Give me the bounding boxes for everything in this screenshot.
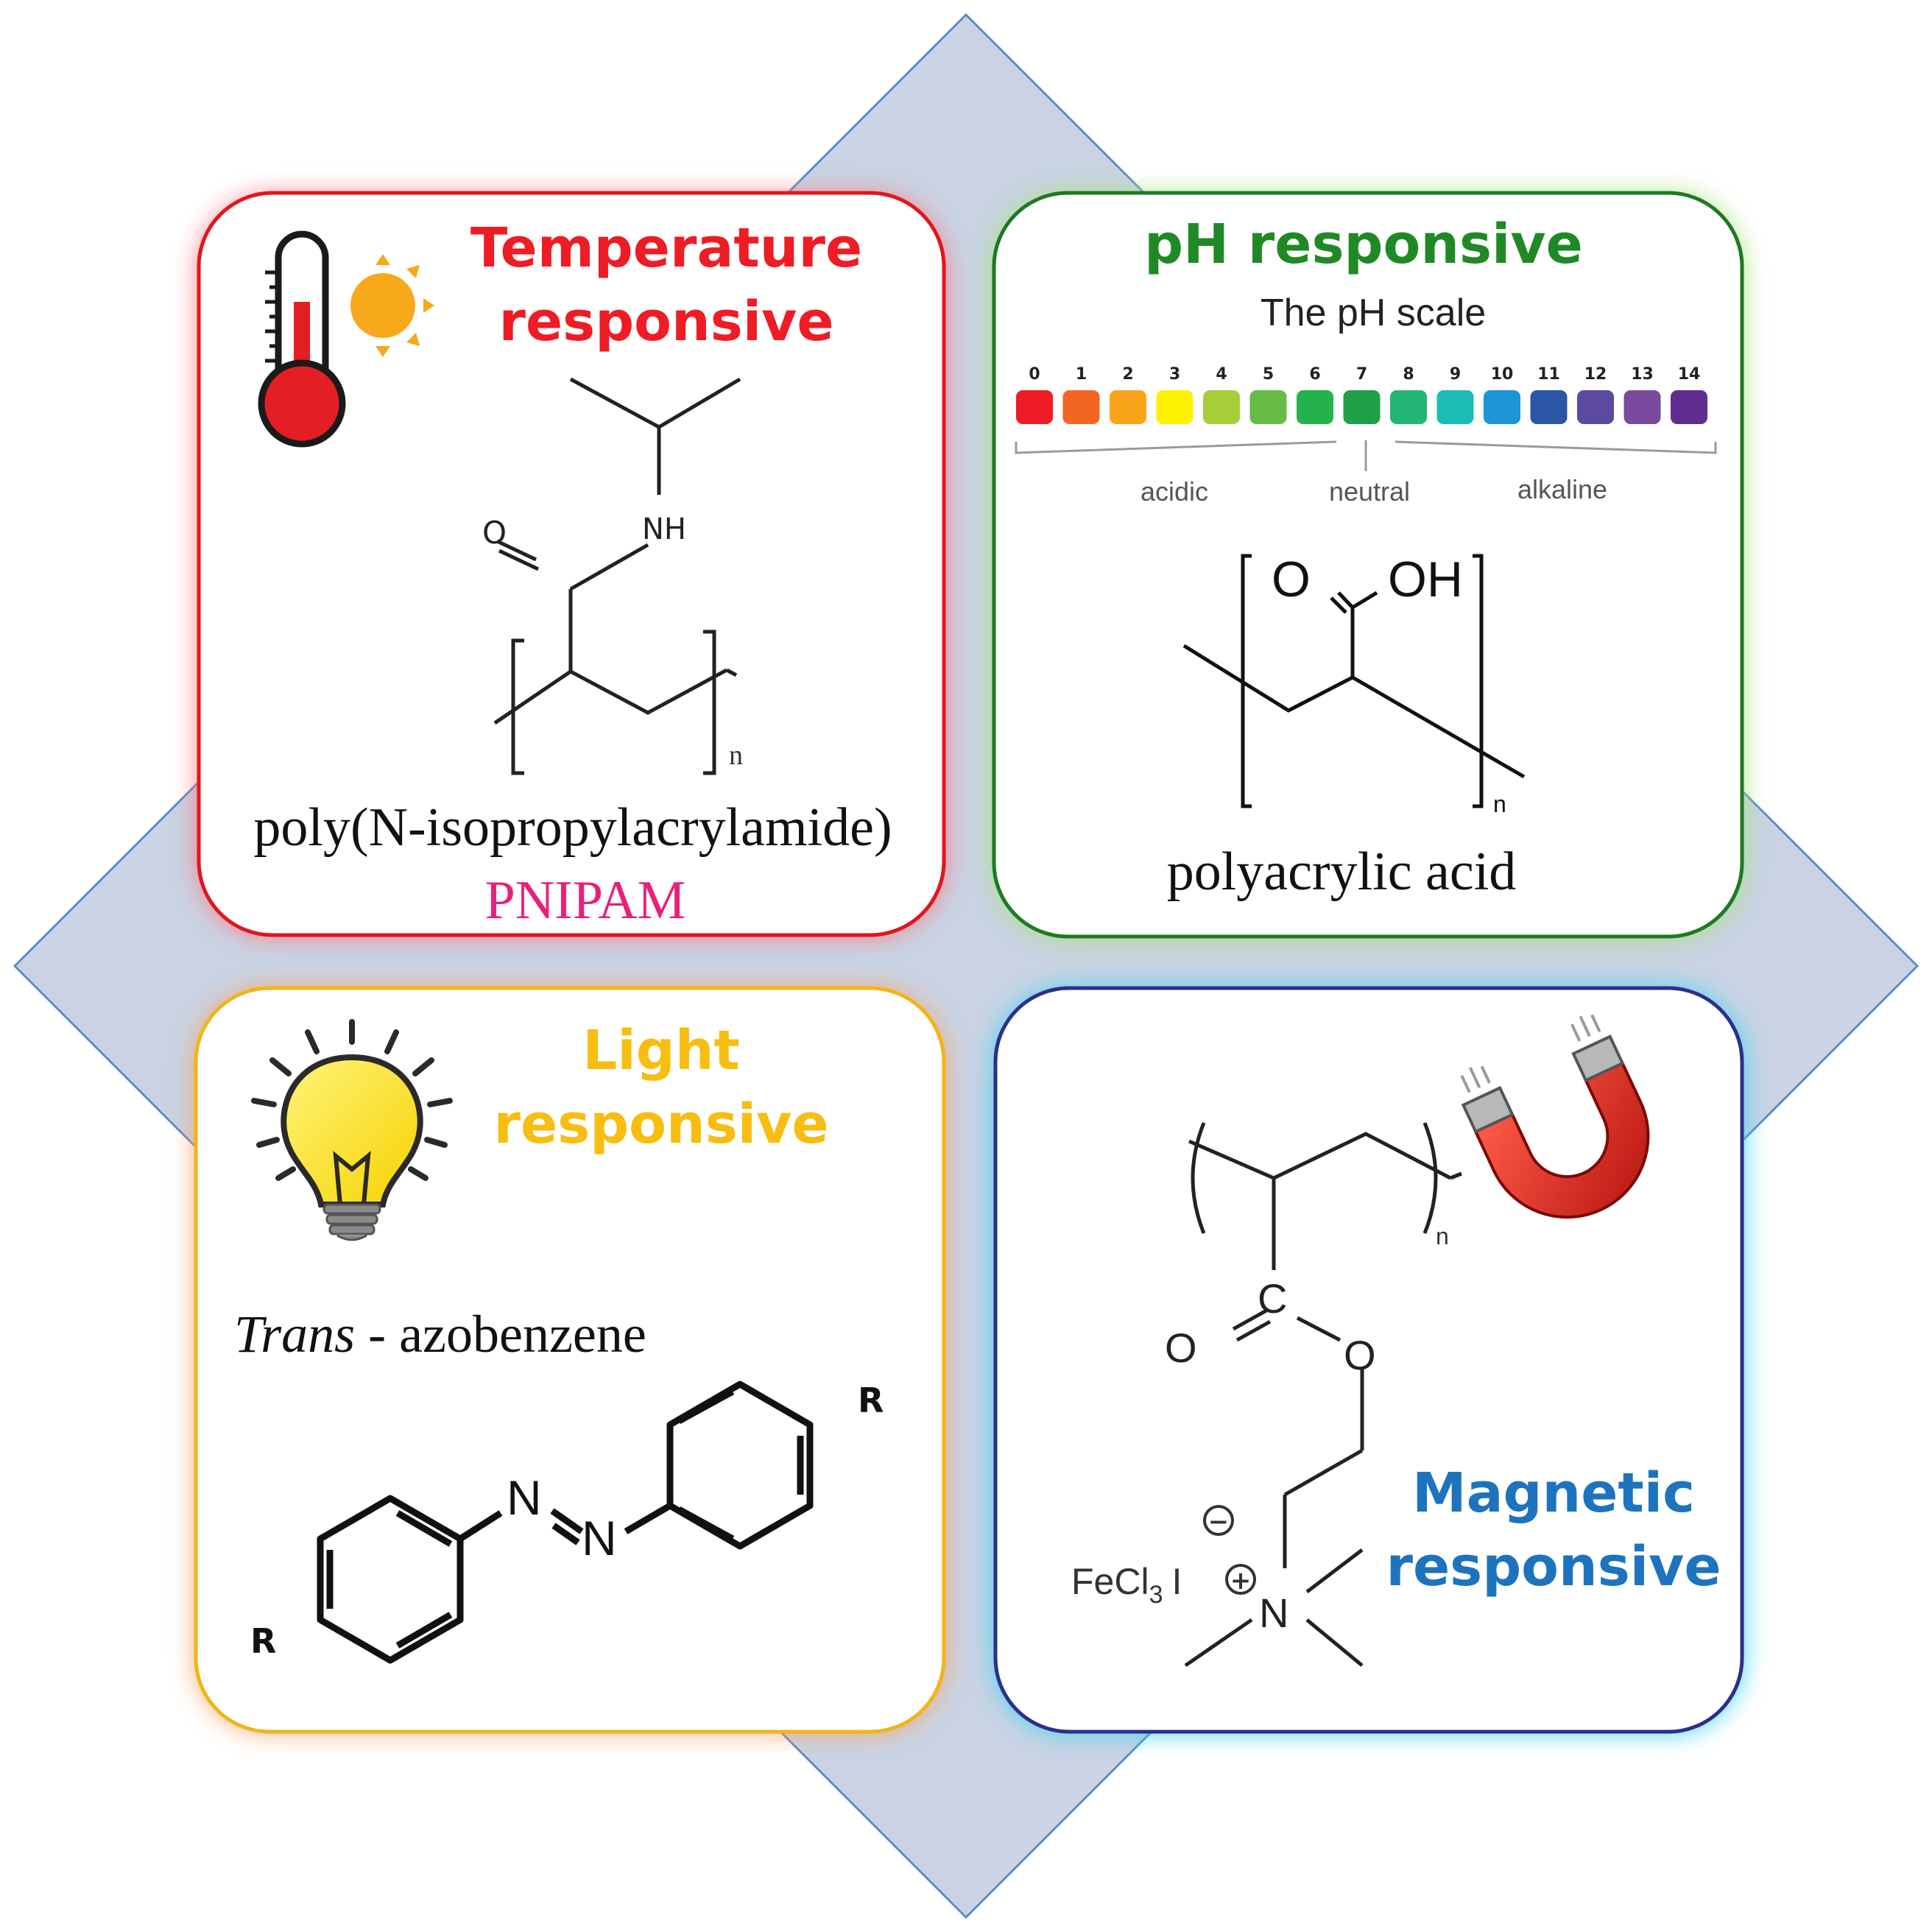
ph-scale-number-12: 12 — [1584, 365, 1607, 384]
plus-charge-icon: + — [1225, 1564, 1256, 1596]
ph-label-acidic: acidic — [1140, 476, 1208, 507]
temperature-panel-frame — [197, 191, 946, 937]
azo-n-label-2: N — [582, 1511, 617, 1565]
temperature-panel: Temperature responsive O NH n poly(N-iso… — [197, 191, 946, 937]
pnipam-nh-label: NH — [642, 512, 686, 546]
temperature-title-line1: Temperature — [470, 216, 862, 280]
ph-scale-number-8: 8 — [1403, 365, 1414, 384]
ph-scale-number-13: 13 — [1631, 365, 1654, 384]
magnetic-o-label-carbonyl: O — [1165, 1325, 1197, 1371]
ph-scale-brackets — [1015, 440, 1717, 471]
magnet-icon — [1460, 1014, 1650, 1219]
azo-n-label-1: N — [507, 1470, 542, 1525]
magnetic-panel: Magnetic responsive n C O O N − — [993, 986, 1744, 1734]
minus-charge-icon: − — [1203, 1505, 1234, 1537]
ph-label-neutral: neutral — [1329, 476, 1410, 507]
ph-scale-number-3: 3 — [1169, 365, 1180, 384]
ph-scale-swatch-13 — [1623, 390, 1661, 424]
paa-polymer-name: polyacrylic acid — [1167, 842, 1517, 902]
temperature-title-line2: responsive — [498, 290, 833, 353]
svg-text:+: + — [1230, 1566, 1252, 1596]
paa-oh-label: OH — [1388, 551, 1463, 607]
azo-r-label-bottom: R — [250, 1621, 276, 1661]
ph-scale-swatch-7 — [1343, 390, 1381, 424]
pnipam-polymer-name: poly(N-isopropylacrylamide) — [253, 797, 892, 858]
ph-scale-swatch-10 — [1484, 390, 1520, 424]
ph-scale-swatch-9 — [1436, 390, 1474, 424]
thermometer-sun-icon — [258, 230, 434, 448]
ph-scale-swatch-6 — [1297, 390, 1333, 424]
pnipam-abbreviation: PNIPAM — [485, 870, 686, 931]
magnetic-title-line2: responsive — [1386, 1535, 1721, 1598]
ph-scale-swatch-11 — [1530, 390, 1568, 424]
ph-scale-swatch-12 — [1577, 390, 1614, 424]
ph-title: pH responsive — [1144, 213, 1583, 276]
paa-n-subscript: n — [1493, 791, 1506, 817]
ph-scale-swatch-2 — [1110, 390, 1146, 424]
ph-scale-swatch-3 — [1156, 390, 1194, 424]
azobenzene-structure — [317, 1381, 814, 1664]
ph-scale-number-14: 14 — [1678, 365, 1701, 384]
pnipam-o-label: O — [482, 515, 507, 551]
azobenzene-name: Trans - azobenzene — [234, 1305, 646, 1364]
svg-text:−: − — [1208, 1507, 1230, 1537]
paa-o-label: O — [1272, 551, 1311, 607]
lightbulb-icon — [251, 1019, 453, 1241]
ph-scale-swatch-5 — [1249, 390, 1287, 424]
ph-scale-number-2: 2 — [1122, 365, 1133, 384]
magnetic-n-label: N — [1259, 1590, 1288, 1636]
paa-structure — [1182, 554, 1526, 808]
ph-panel-frame — [992, 191, 1744, 939]
pnipam-structure — [493, 377, 741, 775]
azo-r-label-top: R — [858, 1381, 884, 1420]
magnetic-o-label-ester: O — [1344, 1332, 1376, 1378]
magnetic-c-label: C — [1258, 1275, 1287, 1322]
ph-scale-number-0: 0 — [1029, 365, 1040, 384]
ph-scale-number-11: 11 — [1537, 365, 1560, 384]
pnipam-n-subscript: n — [729, 740, 743, 771]
ph-scale-swatch-14 — [1671, 390, 1707, 424]
magnetic-title-line1: Magnetic — [1412, 1462, 1695, 1525]
ph-scale-number-10: 10 — [1491, 365, 1514, 384]
light-panel: Light responsive Trans - azobenzene N N … — [194, 986, 946, 1734]
ph-scale-number-9: 9 — [1450, 365, 1461, 384]
ph-label-alkaline: alkaline — [1517, 474, 1607, 504]
magnetic-n-subscript: n — [1436, 1223, 1449, 1249]
light-title-line2: responsive — [493, 1093, 828, 1156]
ph-scale-swatch-1 — [1062, 390, 1100, 424]
ph-scale-swatch-8 — [1390, 390, 1427, 424]
ph-scale-swatch-0 — [1016, 390, 1053, 424]
ph-scale-number-1: 1 — [1076, 365, 1087, 384]
ph-scale-number-7: 7 — [1356, 365, 1367, 384]
ph-scale-number-5: 5 — [1263, 365, 1274, 384]
magnetic-polymer-structure — [1184, 1122, 1462, 1668]
ph-scale-number-4: 4 — [1216, 365, 1227, 384]
ph-scale-swatch-4 — [1203, 390, 1240, 424]
ph-scale-number-6: 6 — [1309, 365, 1320, 384]
ph-scale-title: The pH scale — [1261, 292, 1486, 334]
light-title-line1: Light — [582, 1019, 740, 1082]
